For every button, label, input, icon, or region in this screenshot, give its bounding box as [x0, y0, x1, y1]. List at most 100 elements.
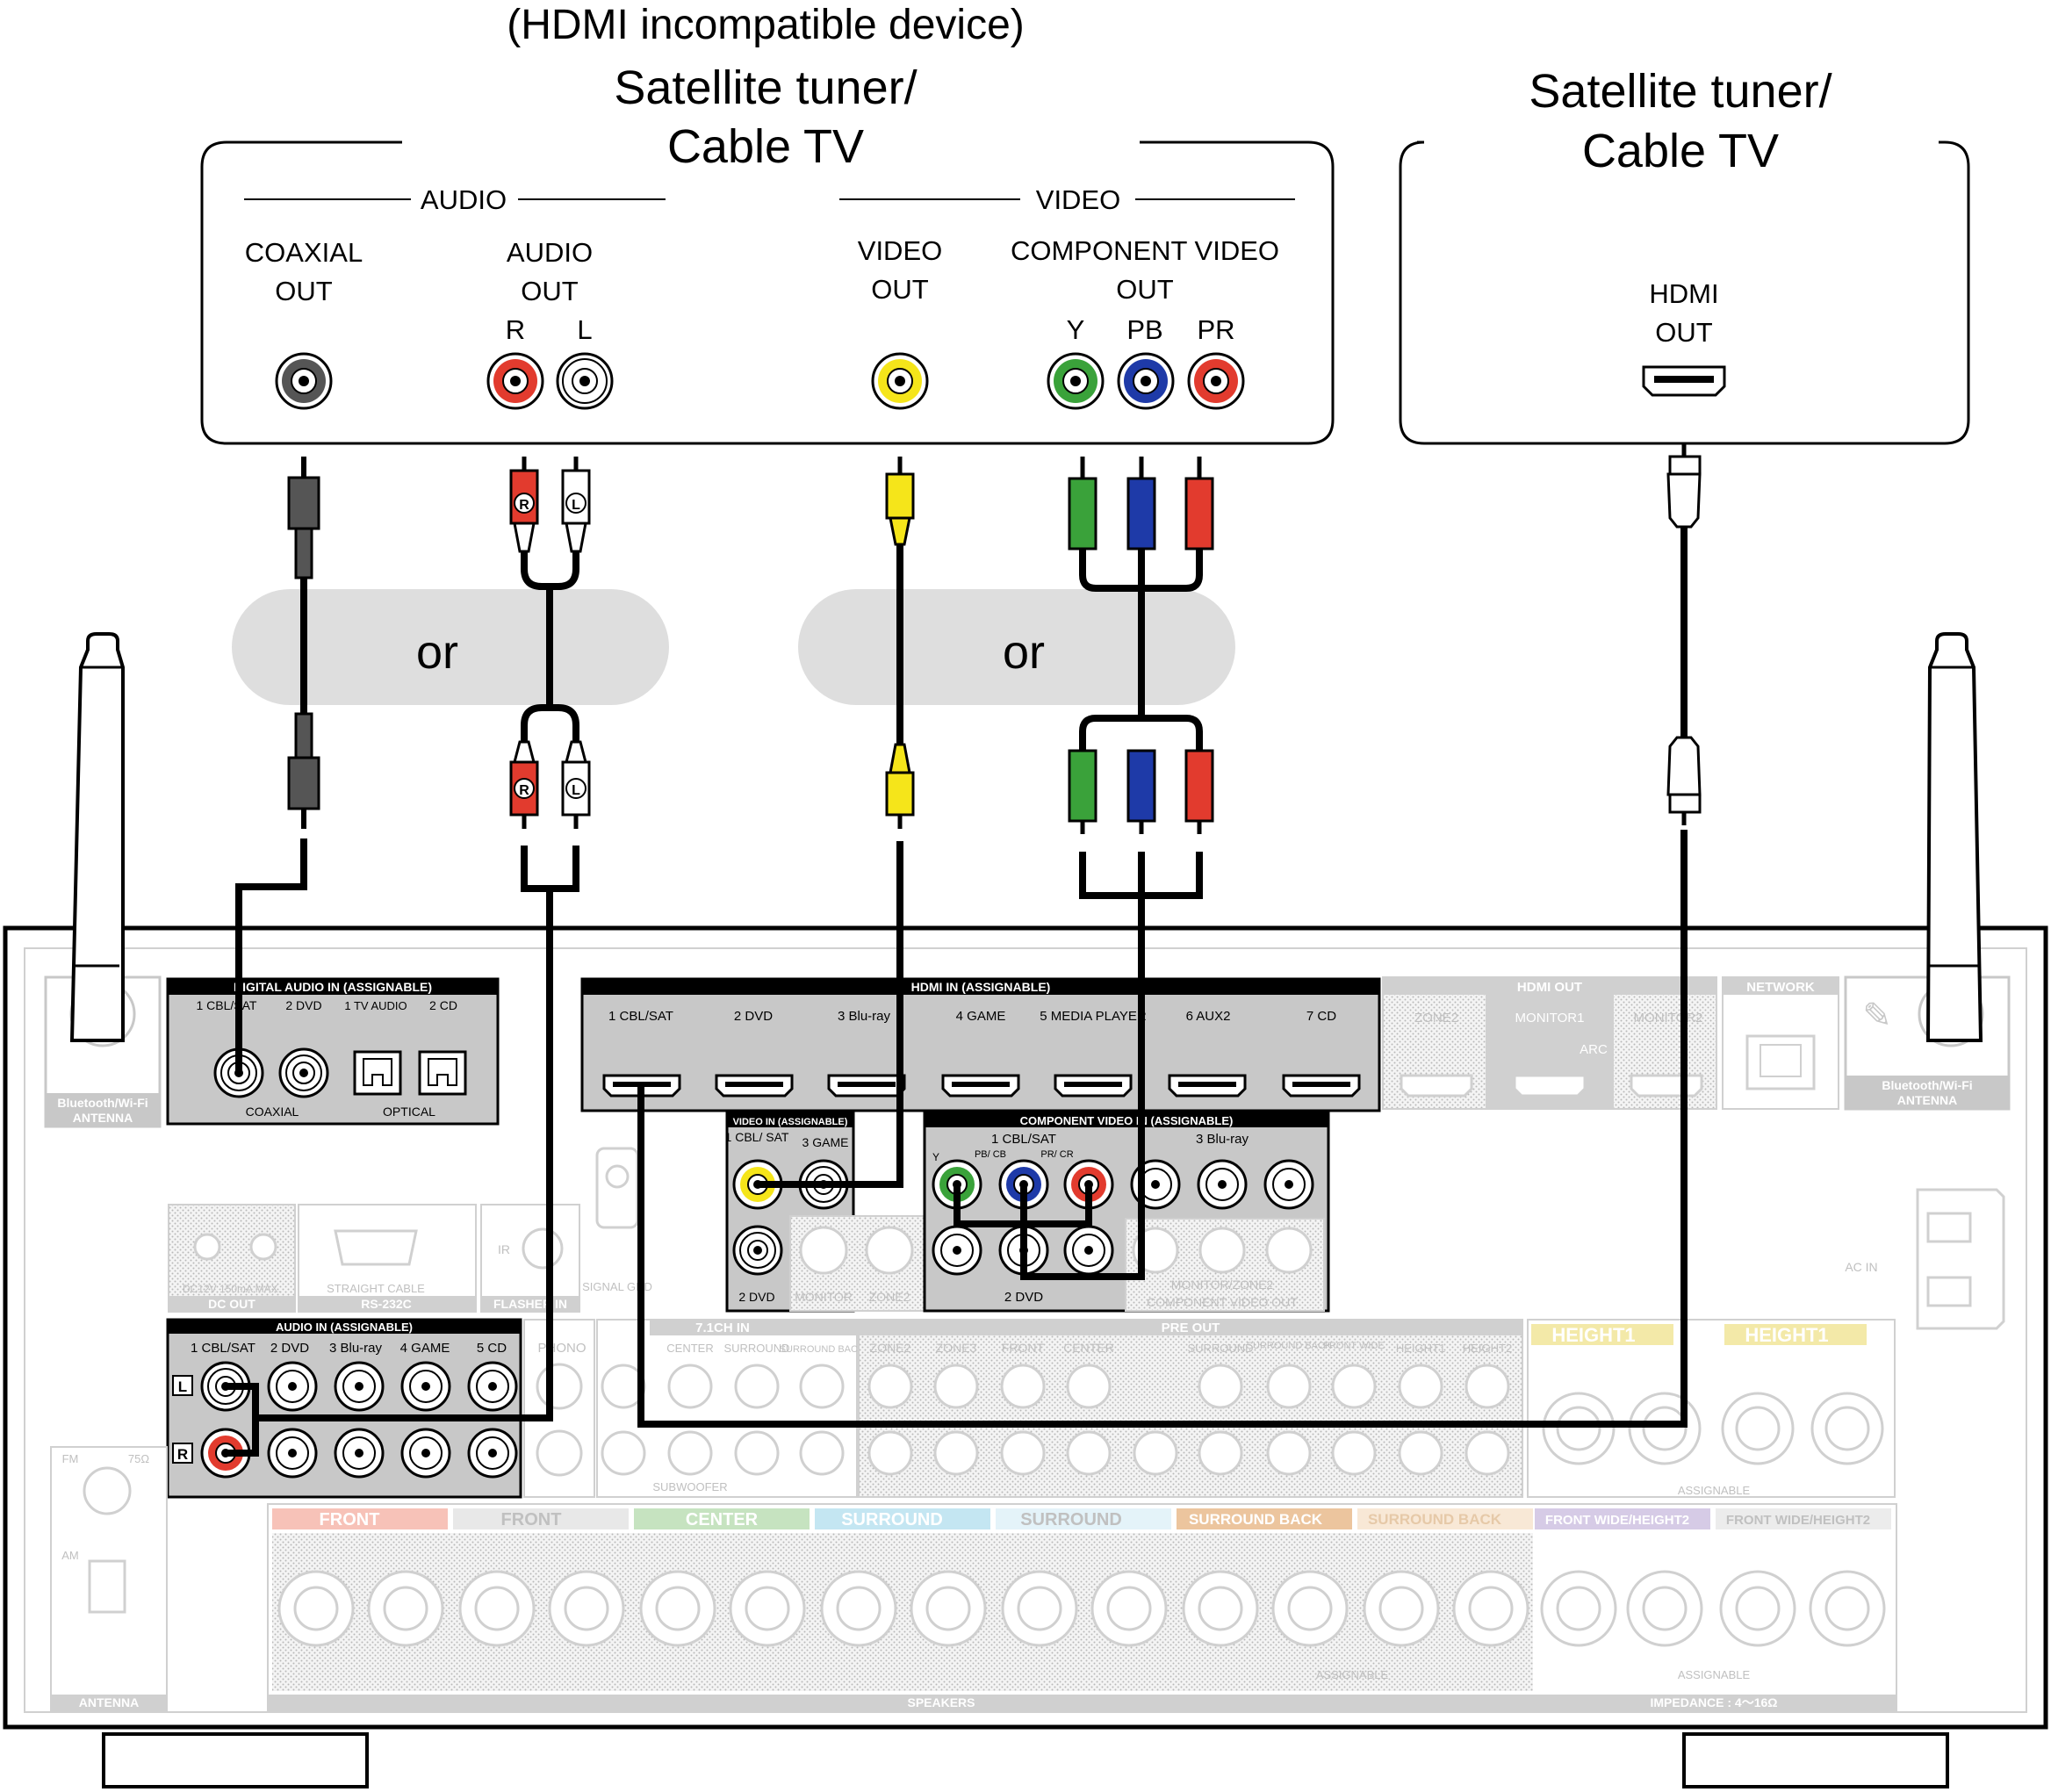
audio-in-r-badge	[172, 1443, 193, 1464]
height1-assignable-label: ASSIGNABLE	[1678, 1484, 1751, 1497]
hdmi-out-section: HDMI OUT ZONE2 MONITOR1 MONITOR2 ARC	[1382, 976, 1717, 1110]
or-label-audio: or	[416, 626, 458, 679]
bt-antenna-right-label-2: ANTENNA	[1897, 1093, 1957, 1107]
fm-label: FM	[62, 1452, 79, 1465]
pre-out-zone2-label: ZONE2	[870, 1341, 911, 1355]
component-out-pb-jack	[1198, 1227, 1246, 1274]
receiver-video-in-2-jack	[732, 1225, 783, 1276]
audio-out-label-2: OUT	[521, 276, 579, 306]
device-outline	[200, 140, 1335, 445]
video-out-label-2: OUT	[871, 274, 929, 305]
rs232c-label: RS-232C	[361, 1297, 412, 1311]
hdmi-out-monitor2-port	[1630, 1074, 1703, 1098]
video-zone2-out-jack	[865, 1226, 914, 1275]
audio-in-title: AUDIO IN (ASSIGNABLE)	[276, 1321, 413, 1334]
pre-out-surround-label: SURROUND	[1187, 1342, 1253, 1355]
bt-antenna-left-label: Bluetooth/Wi-Fi	[57, 1096, 148, 1110]
speakers-assignable-label-2: ASSIGNABLE	[1678, 1668, 1751, 1681]
screwdriver-icon: ✎	[1862, 997, 1892, 1035]
device-title-line2: Cable TV	[667, 120, 864, 173]
pre-out-jacks	[867, 1364, 1510, 1476]
video-monitor-out-jack	[799, 1226, 848, 1275]
pre-out-height1-label: HEIGHT1	[1396, 1342, 1445, 1355]
speaker-surround-l-label: SURROUND	[1020, 1510, 1122, 1529]
device-subtitle: (HDMI incompatible device)	[507, 2, 1025, 48]
audio-out-label-1: AUDIO	[507, 237, 593, 268]
digital-input-2: 2 DVD	[285, 998, 321, 1012]
speaker-binding-posts	[277, 1570, 1886, 1647]
flasher-in-label: FLASHER IN	[493, 1297, 567, 1311]
speaker-front-wide-r-label: FRONT WIDE/HEIGHT2	[1545, 1513, 1689, 1528]
or-bubble-audio	[232, 589, 669, 705]
plug-l-label-bottom: L	[572, 783, 580, 798]
video-in-2-label: 2 DVD	[738, 1290, 774, 1304]
hdmi-in-7-label: 7 CD	[1306, 1009, 1336, 1024]
component-out-pr-jack	[1265, 1227, 1313, 1274]
ac-in-label: AC IN	[1845, 1260, 1877, 1274]
phono-label: PHONO	[537, 1341, 586, 1356]
hdmi-out-monitor2-label: MONITOR2	[1634, 1011, 1703, 1026]
hdmi-in-5-label: 5 MEDIA PLAYER	[1040, 1009, 1147, 1024]
component-in-3-label: 3 Blu-ray	[1196, 1132, 1249, 1147]
audio-in-l-label: L	[178, 1378, 187, 1395]
hdmi-out-label-2: OUT	[1655, 317, 1713, 348]
component-out-label-2: OUT	[1116, 274, 1174, 305]
ch71-surround-back-label: SURROUND BACK	[780, 1344, 865, 1355]
video-out-jack	[871, 352, 929, 410]
network-section: NETWORK	[1722, 976, 1839, 1110]
audio-in-l-badge	[172, 1375, 193, 1396]
height1-r-label: HEIGHT1	[1551, 1324, 1635, 1346]
component-video-in-section: COMPONENT VIDEO IN (ASSIGNABLE) 1 CBL/SA…	[923, 1112, 1330, 1313]
right-source-device: Satellite tuner/ Cable TV HDMI OUT	[1399, 65, 1970, 445]
hdmi-in-title: HDMI IN (ASSIGNABLE)	[911, 980, 1051, 994]
component-pr-jack	[1187, 352, 1245, 410]
fm-ohm-label: 75Ω	[128, 1452, 149, 1465]
hdmi-in-2-label: 2 DVD	[734, 1009, 773, 1024]
video-in-3-label: 3 GAME	[802, 1135, 849, 1149]
receiver-inner-border	[24, 947, 2027, 1713]
receiver-coaxial-in-2	[278, 1047, 329, 1098]
hdmi-in-port-6	[1168, 1074, 1247, 1098]
coaxial-out-label-2: OUT	[275, 276, 333, 306]
bt-antenna-right-label: Bluetooth/Wi-Fi	[1882, 1078, 1972, 1092]
hdmi-in-port-3	[827, 1074, 906, 1098]
component-in-1-label: 1 CBL/SAT	[991, 1132, 1056, 1147]
composite-video-cable	[758, 457, 915, 1188]
comp-pb-label: PB	[1126, 314, 1162, 345]
optical-label: OPTICAL	[383, 1105, 435, 1119]
audio-out-r-jack	[486, 352, 544, 410]
hdmi-cable	[637, 443, 1702, 1428]
component-y-jack	[1047, 352, 1105, 410]
video-in-title: VIDEO IN (ASSIGNABLE)	[733, 1117, 848, 1127]
pre-out-height2-label: HEIGHT2	[1463, 1342, 1512, 1355]
hdmi-out-arc-label: ARC	[1580, 1042, 1608, 1057]
speaker-front-l-label: FRONT	[501, 1510, 562, 1529]
comp-pr-label: PR	[1197, 314, 1234, 345]
component-video-in-title: COMPONENT VIDEO IN (ASSIGNABLE)	[1020, 1114, 1234, 1127]
or-bubble-video	[798, 589, 1235, 705]
ac-in-section: AC IN	[1845, 1188, 2005, 1330]
speaker-front-r-label: FRONT	[320, 1510, 380, 1529]
left-source-device: (HDMI incompatible device) Satellite tun…	[200, 2, 1335, 445]
digital-input-1: 1 CBL/SAT	[197, 998, 257, 1012]
monitor-zone2-label: MONITOR/ZONE2	[1171, 1277, 1274, 1292]
hdmi-out-monitor1-label: MONITOR1	[1515, 1011, 1585, 1026]
fm-jack	[83, 1466, 132, 1515]
wifi-antenna-left	[69, 632, 125, 1042]
hdmi-in-3-label: 3 Blu-ray	[838, 1009, 891, 1024]
comp-y-label: Y	[1067, 314, 1085, 345]
hdmi-out-label-1: HDMI	[1649, 278, 1718, 309]
foot-left	[102, 1732, 369, 1788]
hdmi-in-4-label: 4 GAME	[956, 1009, 1006, 1024]
hdmi-out-zone2-port	[1400, 1074, 1473, 1098]
pre-out-zone3-label: ZONE3	[936, 1341, 977, 1355]
or-label-video: or	[1003, 626, 1045, 679]
hdmi-out-port-pins	[1654, 376, 1714, 383]
plug-l-label-top: L	[572, 498, 580, 513]
digital-input-4: 2 CD	[429, 998, 457, 1012]
video-header: VIDEO	[1036, 184, 1120, 215]
dc-out-spec: DC12V 150mA MAX.	[183, 1283, 281, 1295]
pre-out-surround-back-label: SURROUND BACK	[1247, 1341, 1332, 1351]
video-in-1-label: 1 CBL/ SAT	[725, 1130, 789, 1144]
